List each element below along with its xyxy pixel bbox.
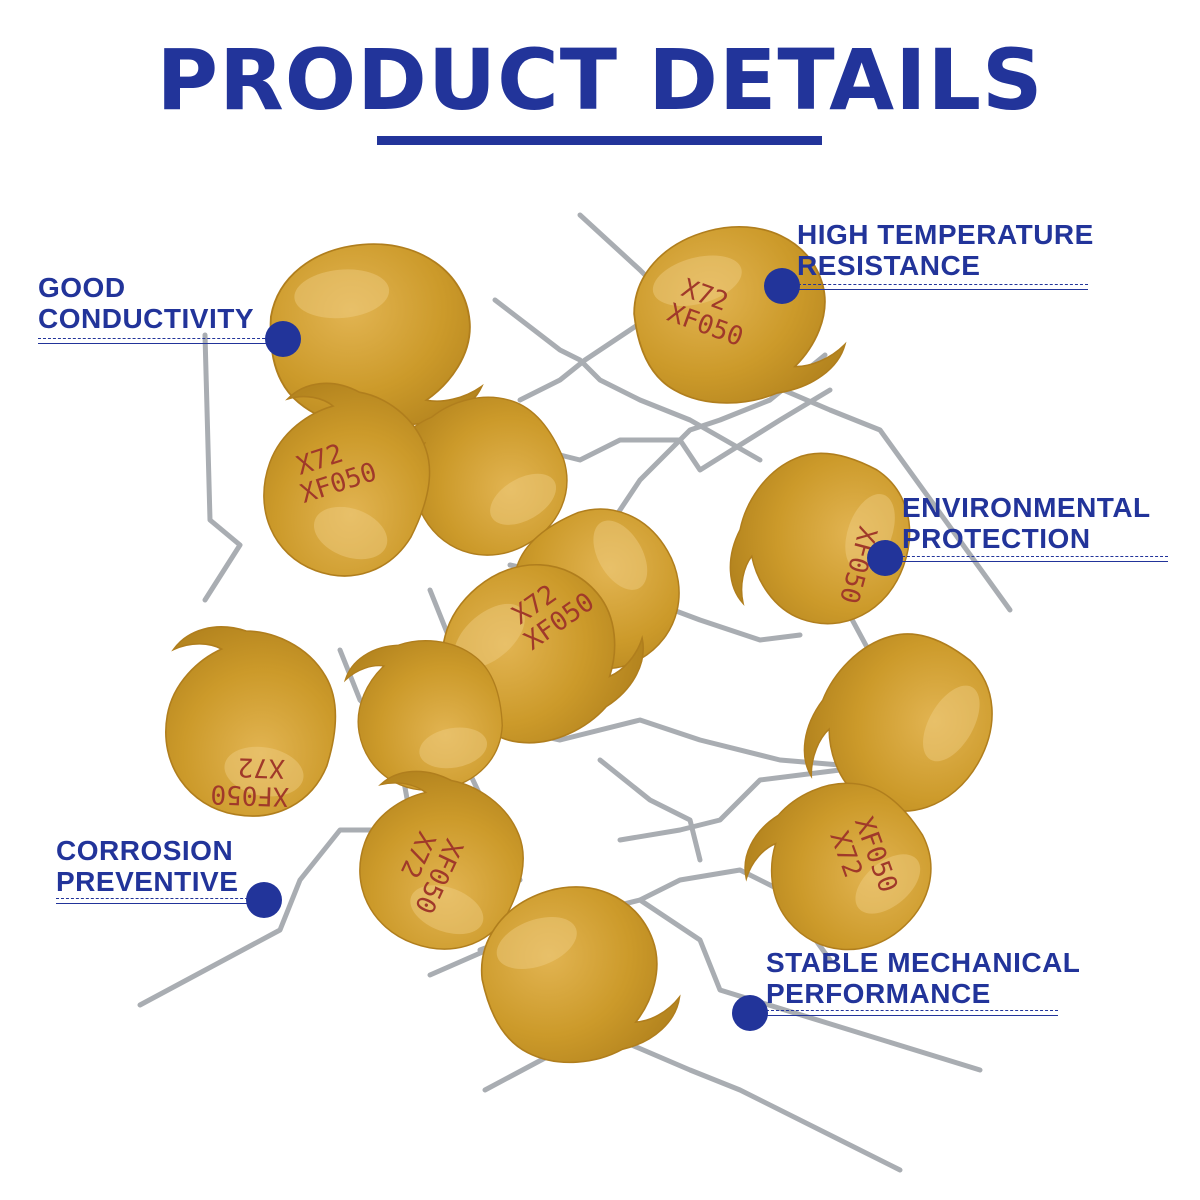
callout-line2: PROTECTION — [902, 523, 1091, 554]
callout-underline — [38, 343, 270, 344]
callout-underline — [766, 1015, 1058, 1016]
callout-underline — [56, 898, 268, 899]
callout-underline — [798, 289, 1088, 290]
callout-underline — [902, 556, 1168, 557]
callout-high-temperature: HIGH TEMPERATURE RESISTANCE — [797, 219, 1094, 281]
callout-line2: CONDUCTIVITY — [38, 303, 254, 334]
callout-line1: CORROSION — [56, 835, 234, 866]
callout-dot — [265, 321, 301, 357]
callout-line1: ENVIRONMENTAL — [902, 492, 1151, 523]
callout-dot — [732, 995, 768, 1031]
callout-underline — [798, 284, 1088, 285]
callout-line2: PREVENTIVE — [56, 866, 239, 897]
marking-line1: X72 — [237, 751, 285, 783]
callout-line1: STABLE MECHANICAL — [766, 947, 1081, 978]
callout-line2: PERFORMANCE — [766, 978, 991, 1009]
marking-line2: XF050 — [210, 778, 289, 811]
title-underline — [377, 136, 822, 145]
callout-environmental: ENVIRONMENTAL PROTECTION — [902, 492, 1151, 554]
callout-line1: GOOD — [38, 272, 126, 303]
callout-good-conductivity: GOOD CONDUCTIVITY — [38, 272, 254, 334]
callout-corrosion: CORROSION PREVENTIVE — [56, 835, 238, 897]
page-title: PRODUCT DETAILS — [156, 31, 1044, 129]
callout-dot — [867, 540, 903, 576]
callout-underline — [38, 338, 270, 339]
callout-dot — [764, 268, 800, 304]
callout-mechanical: STABLE MECHANICAL PERFORMANCE — [766, 947, 1080, 1009]
callout-underline — [902, 561, 1168, 562]
callout-underline — [766, 1010, 1058, 1011]
callout-line2: RESISTANCE — [797, 250, 981, 281]
callout-underline — [56, 903, 268, 904]
callout-line1: HIGH TEMPERATURE — [797, 219, 1094, 250]
callout-dot — [246, 882, 282, 918]
